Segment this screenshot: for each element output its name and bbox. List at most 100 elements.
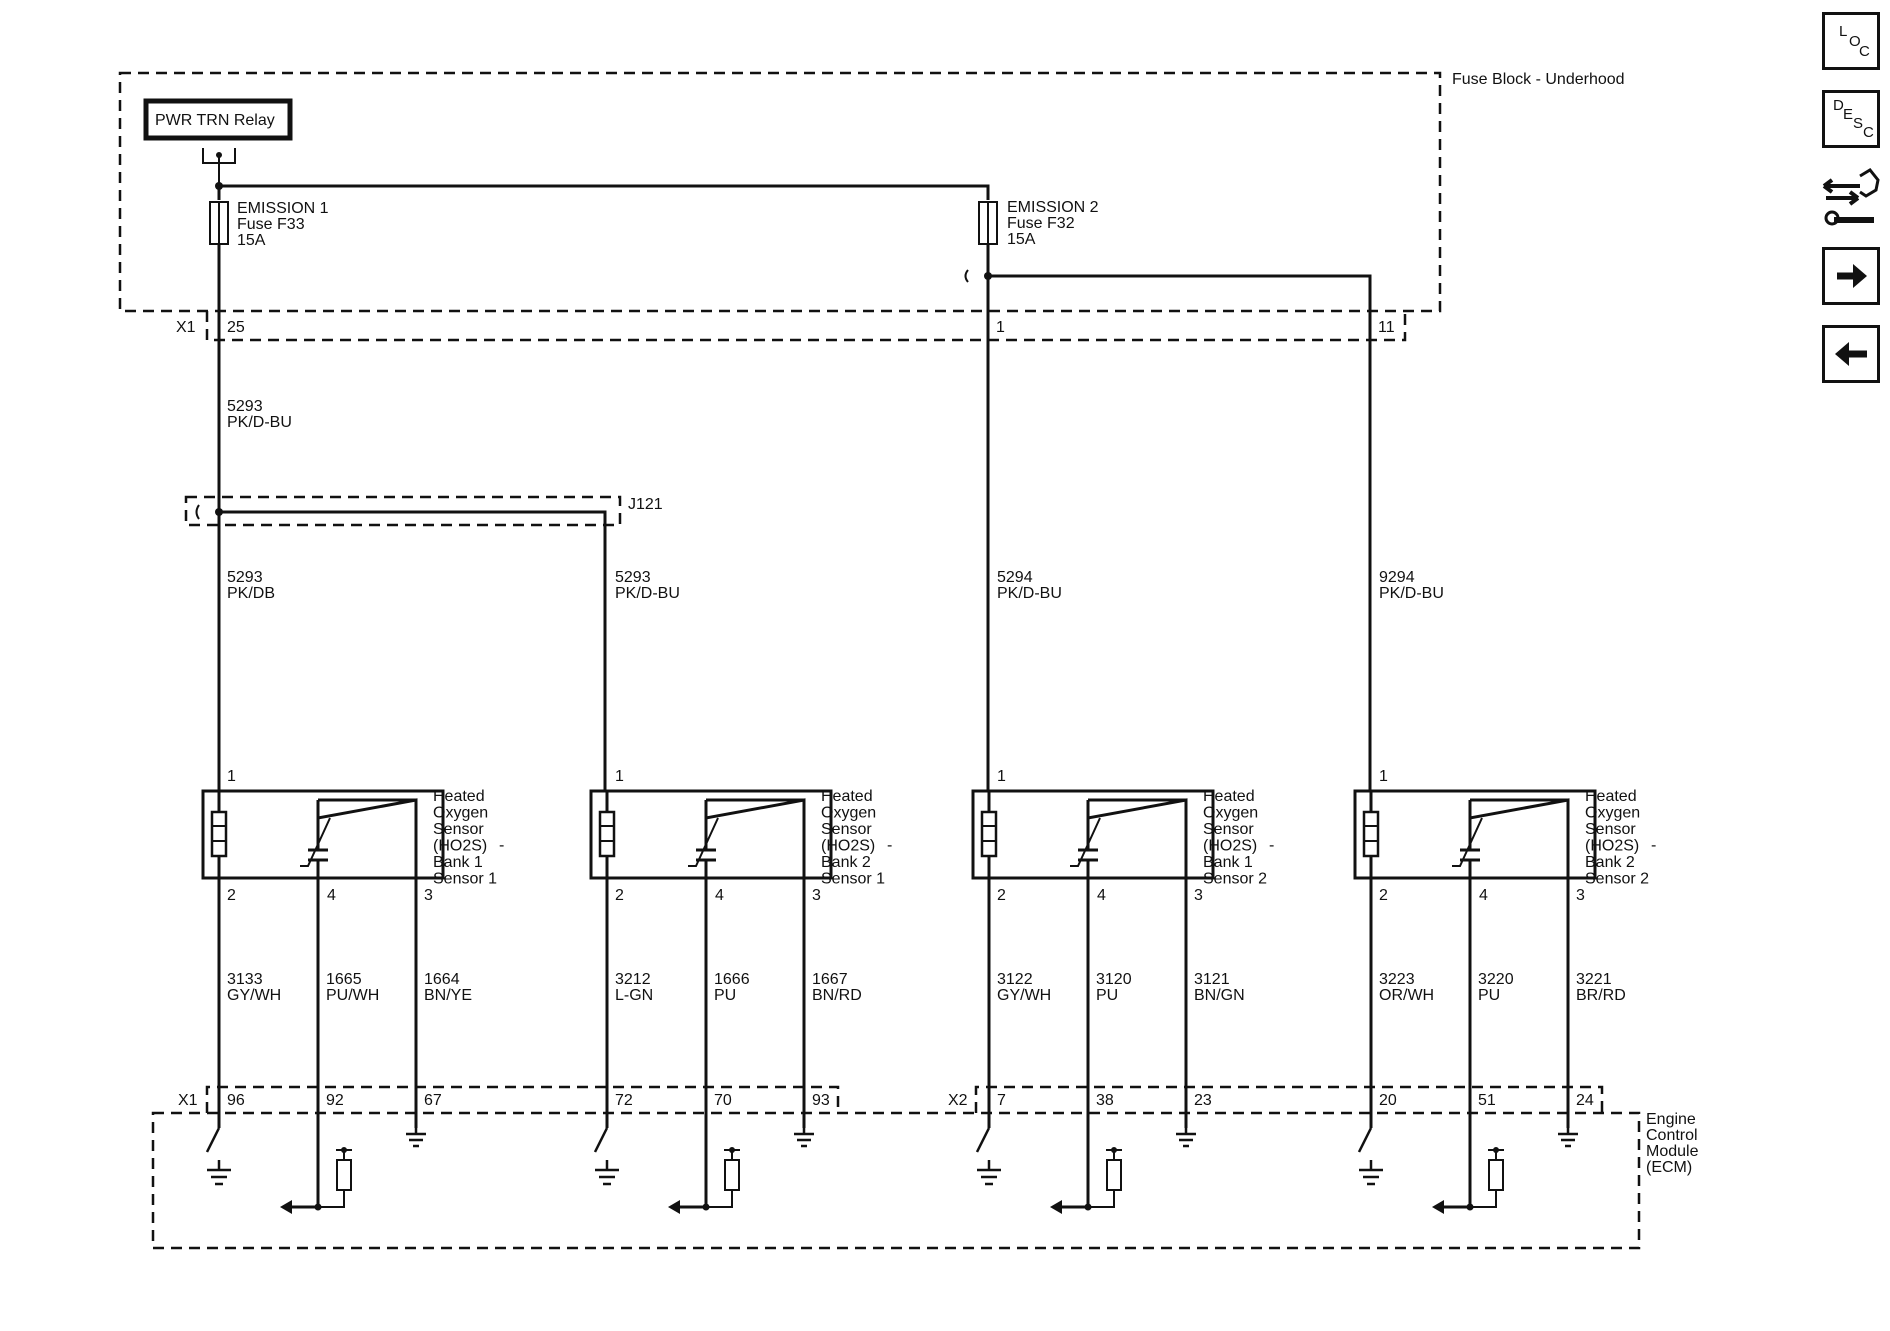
sensor-1-label-4: (HO2S) xyxy=(433,838,487,855)
sensor-2-signal-loop xyxy=(704,798,806,878)
relay-box[interactable] xyxy=(143,98,293,141)
sensor-2-label-3: Sensor xyxy=(821,821,872,838)
sensor-3-wire-2-circuit: 3120 xyxy=(1096,971,1132,988)
sensor-3-wire-3-color: BN/GN xyxy=(1194,987,1245,1004)
fuse-f32-rating: 15A xyxy=(1007,231,1036,248)
sensor-4-ecm-pin-c: 24 xyxy=(1576,1092,1594,1109)
relay-terminal xyxy=(202,148,236,186)
desc-d: D xyxy=(1833,97,1844,114)
sensor-1-ecm-pin-b: 92 xyxy=(326,1092,344,1109)
sensor-2-ecm-signal-arrow xyxy=(668,1200,680,1214)
sensor-3-label-1: Heated xyxy=(1203,788,1255,805)
next-button[interactable] xyxy=(1822,247,1880,305)
sensor-1-ecm-resistor xyxy=(336,1159,352,1191)
sensor-2-wires-lower xyxy=(605,878,806,1207)
sensor-2-ecm-ground xyxy=(794,1128,814,1148)
x1-pin-1: 1 xyxy=(996,319,1005,336)
sensor-4-wire-2-circuit: 3220 xyxy=(1478,971,1514,988)
sensor-2-ecm-resistor xyxy=(724,1159,740,1191)
fuse-f33-name: EMISSION 1 xyxy=(237,200,329,217)
wire-9294-circuit: 9294 xyxy=(1379,569,1415,586)
sensor-4-wire-1-color: OR/WH xyxy=(1379,987,1434,1004)
sensor-3-wire-1-circuit: 3122 xyxy=(997,971,1033,988)
sensor-2-label-6: Sensor 1 xyxy=(821,871,885,888)
sensor-2-wire-3-color: BN/RD xyxy=(812,987,862,1004)
previous-button[interactable] xyxy=(1822,325,1880,383)
wire-5293-b1s1-circuit: 5293 xyxy=(227,569,263,586)
wire-9294-color: PK/D-BU xyxy=(1379,585,1444,602)
sensor-2-label-dash: - xyxy=(887,837,892,854)
sensor-3-wire-2-color: PU xyxy=(1096,987,1118,1004)
sensor-4-label-6: Sensor 2 xyxy=(1585,871,1649,888)
power-bus xyxy=(219,184,990,200)
desc-c: C xyxy=(1863,124,1874,141)
sensor-1-ecm-pin-a: 96 xyxy=(227,1092,245,1109)
wire-5293-b1s1-color: PK/DB xyxy=(227,585,275,602)
ecm-label-4: (ECM) xyxy=(1646,1159,1692,1176)
sensor-2-pin-3: 3 xyxy=(812,887,821,904)
sensor-2-label-2: Oxygen xyxy=(821,805,876,822)
sensor-3-ecm-ground xyxy=(1176,1128,1196,1148)
sensor-2-pin-1: 1 xyxy=(615,768,624,785)
wire-5293-upper-color: PK/D-BU xyxy=(227,414,292,431)
desc-e: E xyxy=(1843,106,1854,123)
sensor-3-wire-3-circuit: 3121 xyxy=(1194,971,1230,988)
fuse-block-outline xyxy=(118,71,1442,313)
sensor-4-pin-2: 2 xyxy=(1379,887,1388,904)
sensor-1-signal-loop xyxy=(316,798,418,878)
connector-tools-icon[interactable] xyxy=(1820,166,1882,230)
sensor-2-ecm-ground-switch xyxy=(593,1127,619,1186)
wire-5293-b2s1-color: PK/D-BU xyxy=(615,585,680,602)
sensor-1-label-2: Oxygen xyxy=(433,805,488,822)
sensor-4-wires-lower xyxy=(1369,878,1570,1207)
loc-button[interactable]: L O C xyxy=(1822,12,1880,70)
desc-button[interactable]: D E S C xyxy=(1822,90,1880,148)
wire-5294-circuit: 5294 xyxy=(997,569,1033,586)
sensor-2-wire-1-color: L-GN xyxy=(615,987,653,1004)
sensor-3-signal-loop xyxy=(1086,798,1188,878)
sensor-4-pin-4: 4 xyxy=(1479,887,1488,904)
sensor-2-pin-4: 4 xyxy=(715,887,724,904)
sensor-1-label-1: Heated xyxy=(433,788,485,805)
sensor-2-label-5: Bank 2 xyxy=(821,854,871,871)
sensor-3-ecm-resistor xyxy=(1106,1159,1122,1191)
sensor-1-ecm-signal-arrow xyxy=(280,1200,292,1214)
sensor-3-pin-3: 3 xyxy=(1194,887,1203,904)
sensor-1-pin-2: 2 xyxy=(227,887,236,904)
wire-5293-upper-circuit: 5293 xyxy=(227,398,263,415)
fuse-f32-id: Fuse F32 xyxy=(1007,215,1075,232)
wire-5294-color: PK/D-BU xyxy=(997,585,1062,602)
desc-s: S xyxy=(1853,115,1864,132)
sensor-4-ecm-signal-arrow xyxy=(1432,1200,1444,1214)
ecm-x2-label: X2 xyxy=(948,1092,968,1109)
fuse-f32-name: EMISSION 2 xyxy=(1007,199,1099,216)
sensor-3-heater xyxy=(980,810,998,858)
sensor-1-label-6: Sensor 1 xyxy=(433,871,497,888)
sensor-1-wire-3-circuit: 1664 xyxy=(424,971,460,988)
sensor-4-wire-1-circuit: 3223 xyxy=(1379,971,1415,988)
sensor-3-ecm-pin-c: 23 xyxy=(1194,1092,1212,1109)
sensor-1-label-5: Bank 1 xyxy=(433,854,483,871)
sensor-1-ecm-ground xyxy=(406,1128,426,1148)
sensor-4-ecm-ground xyxy=(1558,1128,1578,1148)
sensor-1-label-dash: - xyxy=(499,837,504,854)
sensor-4-label-1: Heated xyxy=(1585,788,1637,805)
sensor-3-pin-4: 4 xyxy=(1097,887,1106,904)
sensor-1-pin-1: 1 xyxy=(227,768,236,785)
fuse-f33-rating: 15A xyxy=(237,232,266,249)
sensor-4-pin-3: 3 xyxy=(1576,887,1585,904)
sensor-4-ecm-ground-switch xyxy=(1357,1127,1383,1186)
sensor-3-label-dash: - xyxy=(1269,837,1274,854)
ecm-label-1: Engine xyxy=(1646,1111,1696,1128)
sensor-2-ecm-pin-c: 93 xyxy=(812,1092,830,1109)
loc-o: O xyxy=(1849,33,1861,50)
sensor-1-wires-lower xyxy=(217,878,418,1207)
fuse-block-label: Fuse Block - Underhood xyxy=(1452,71,1625,88)
sensor-3-label-4: (HO2S) xyxy=(1203,838,1257,855)
sensor-2-wire-1-circuit: 3212 xyxy=(615,971,651,988)
sensor-2-ecm-pin-b: 70 xyxy=(714,1092,732,1109)
sensor-4-pin-1: 1 xyxy=(1379,768,1388,785)
sensor-2-heater xyxy=(598,810,616,858)
sensor-2-wire-2-color: PU xyxy=(714,987,736,1004)
